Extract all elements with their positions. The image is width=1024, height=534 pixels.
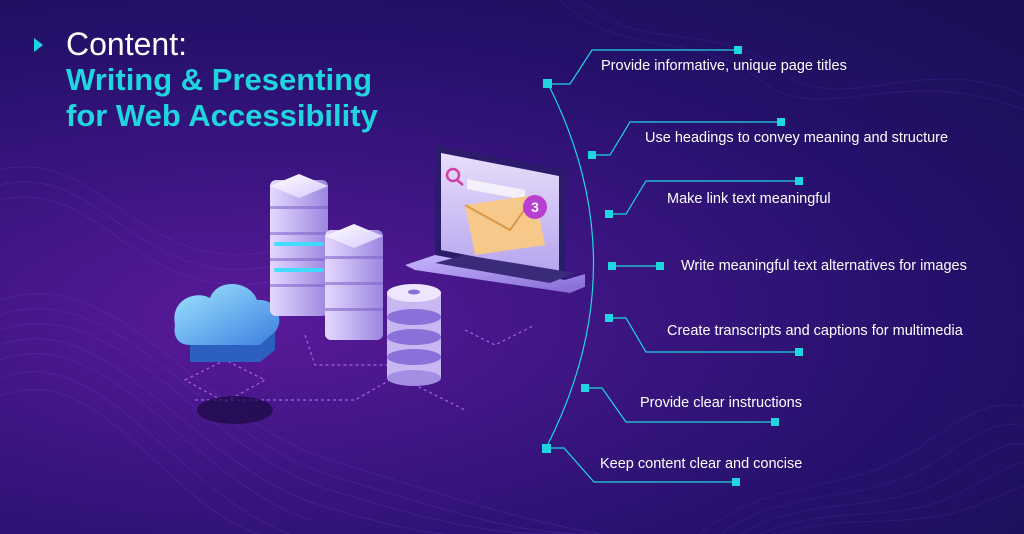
database-icon bbox=[387, 284, 441, 386]
notification-badge: 3 bbox=[531, 199, 539, 215]
item-headings: Use headings to convey meaning and struc… bbox=[645, 130, 949, 146]
title-arrow-icon bbox=[34, 38, 43, 52]
cloud-icon bbox=[174, 283, 280, 362]
title-line-2: Writing & Presenting bbox=[66, 62, 373, 97]
item-clear-concise: Keep content clear and concise bbox=[600, 456, 803, 472]
item-page-titles: Provide informative, unique page titles bbox=[601, 58, 847, 74]
server-stack-icon bbox=[270, 174, 383, 340]
connector-nodes bbox=[542, 46, 803, 486]
item-clear-instructions: Provide clear instructions bbox=[640, 395, 802, 411]
illustration: 3 bbox=[174, 145, 585, 424]
search-icon bbox=[445, 167, 464, 186]
title-line-1: Content: bbox=[66, 26, 187, 62]
main-arc bbox=[545, 83, 595, 449]
title-line-3: for Web Accessibility bbox=[66, 98, 378, 133]
item-transcripts-captions: Create transcripts and captions for mult… bbox=[667, 323, 963, 339]
envelope-icon: 3 bbox=[464, 194, 547, 255]
item-link-text: Make link text meaningful bbox=[667, 191, 831, 207]
item-text-alternatives: Write meaningful text alternatives for i… bbox=[681, 258, 967, 274]
